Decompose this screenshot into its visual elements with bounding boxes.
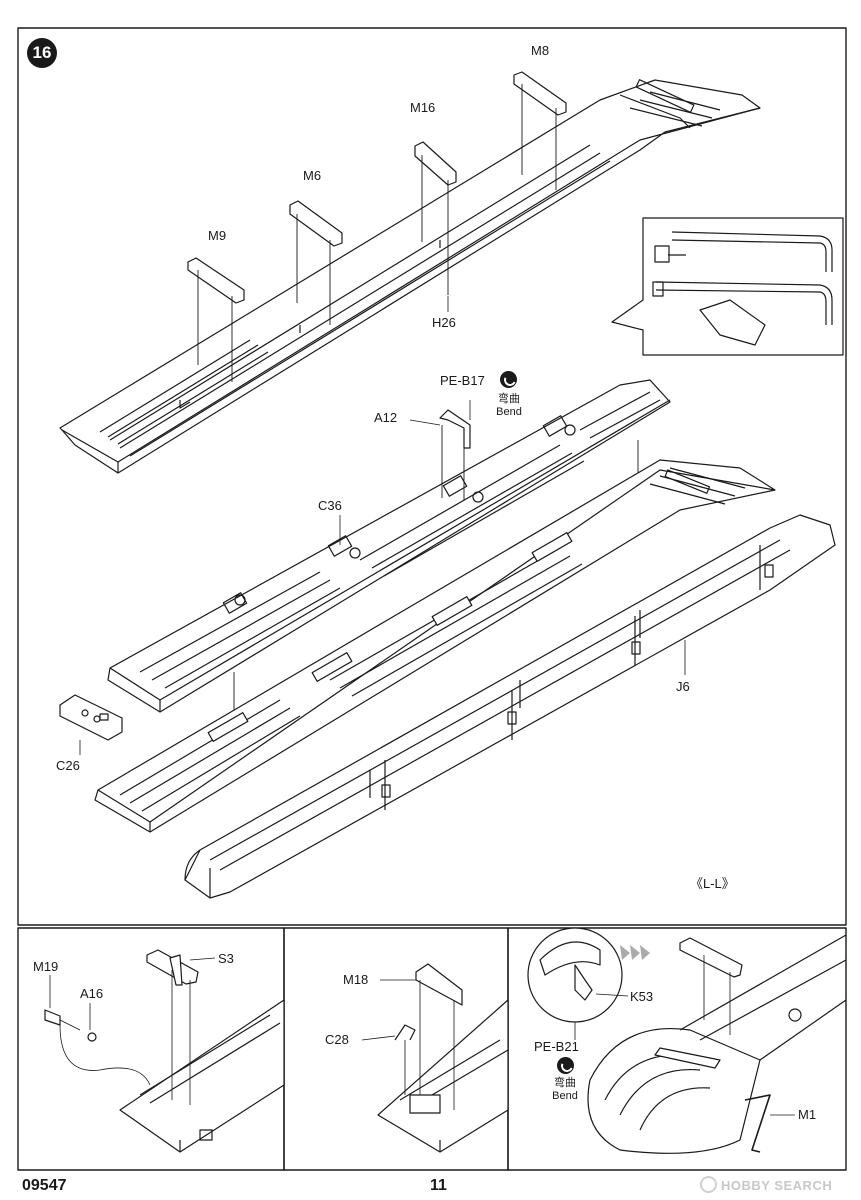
attach-lines-upper — [197, 84, 557, 382]
panel-1-drawing — [44, 949, 285, 1153]
bend-icon — [557, 1057, 574, 1074]
inset-detail-box — [611, 217, 844, 356]
leader-lines-panels — [49, 957, 795, 1116]
panel-3-drawing — [527, 927, 847, 1154]
label-k53: K53 — [630, 989, 654, 1004]
label-m8: M8 — [531, 43, 550, 58]
label-m19: M19 — [33, 959, 59, 974]
bend-icon — [500, 371, 517, 388]
rail-h26 — [59, 79, 761, 474]
label-m9: M9 — [208, 228, 227, 243]
watermark-logo-icon — [700, 1176, 717, 1193]
label-j6: J6 — [676, 679, 690, 694]
panel-2-drawing — [377, 963, 509, 1153]
part-m6 — [289, 200, 343, 247]
part-m8 — [513, 71, 567, 116]
label-m16: M16 — [410, 100, 436, 115]
label-c36: C36 — [318, 498, 342, 513]
label-m6: M6 — [303, 168, 322, 183]
label-bend-en: Bend — [496, 406, 522, 418]
label-h26: H26 — [432, 315, 456, 330]
part-c26 — [59, 694, 123, 741]
label-m1: M1 — [798, 1107, 817, 1122]
rail-c36 — [107, 379, 671, 713]
label-bend-cn: 弯曲 — [554, 1077, 576, 1089]
step-number-badge: 16 — [27, 38, 57, 68]
label-section-ll: 《L-L》 — [690, 876, 735, 891]
part-pe-b17 — [439, 409, 471, 449]
label-a12: A12 — [374, 410, 398, 425]
rail-lower — [94, 459, 776, 833]
kit-code: 09547 — [22, 1177, 67, 1194]
label-a16: A16 — [80, 986, 104, 1001]
watermark-text: HOBBY SEARCH — [721, 1178, 833, 1193]
label-bend-en: Bend — [552, 1090, 578, 1102]
page-number: 11 — [430, 1177, 447, 1194]
leader-lines — [79, 296, 686, 755]
label-bend-cn: 弯曲 — [498, 393, 520, 405]
label-m18: M18 — [343, 972, 369, 987]
label-s3: S3 — [218, 951, 234, 966]
body-j6 — [184, 514, 836, 899]
label-c26: C26 — [56, 758, 80, 773]
label-pe-b17: PE-B17 — [440, 373, 485, 388]
part-m16 — [414, 141, 457, 186]
label-c28: C28 — [325, 1032, 349, 1047]
step-frame — [17, 27, 847, 926]
part-m9 — [187, 257, 245, 304]
label-pe-b21: PE-B21 — [534, 1039, 579, 1054]
watermark: HOBBY SEARCH — [700, 1176, 832, 1193]
